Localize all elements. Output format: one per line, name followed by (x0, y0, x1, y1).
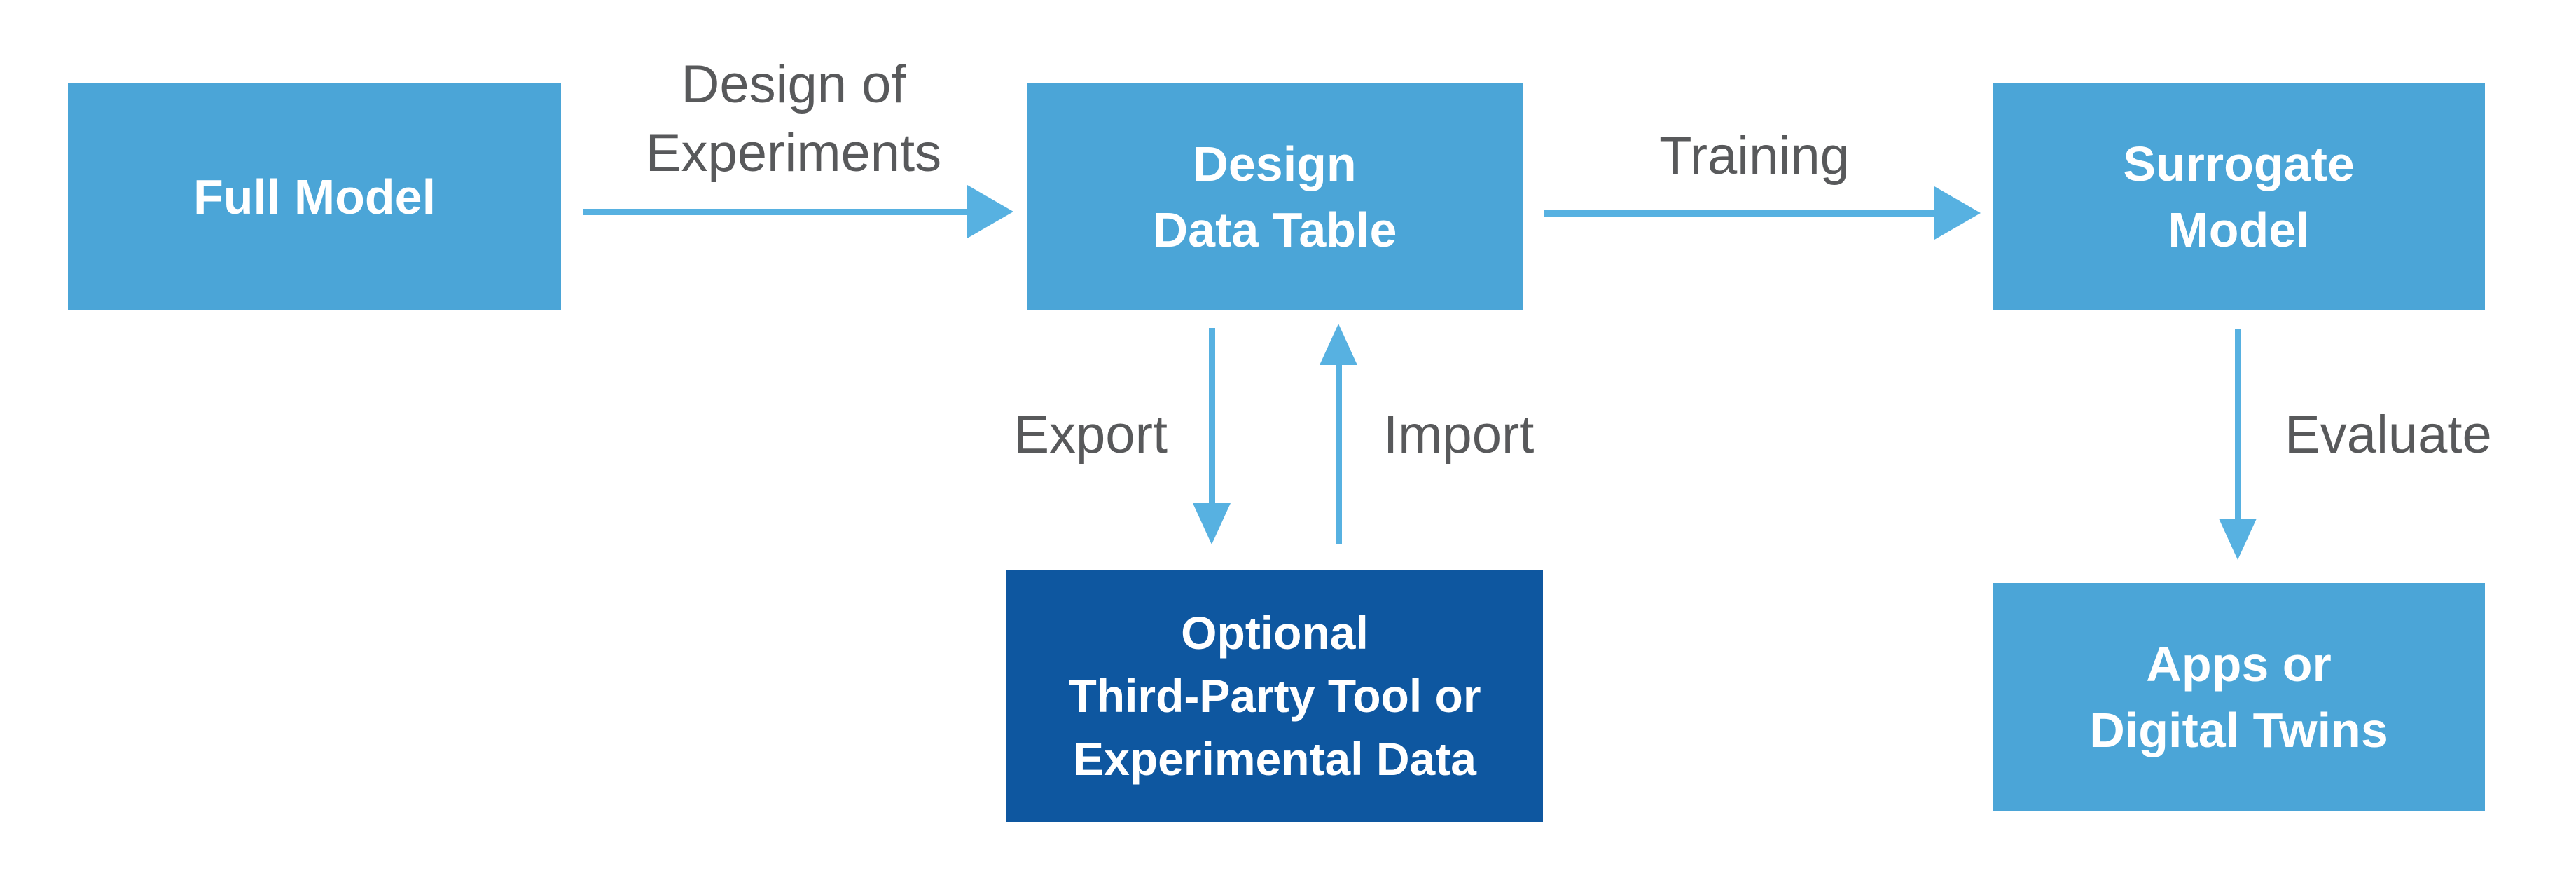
surrogate-model-label-line1: Surrogate (2123, 137, 2355, 191)
training-arrow-stem (1544, 210, 1934, 217)
apps-digital-twins-node: Apps or Digital Twins (1993, 583, 2485, 811)
design-of-experiments-label-line1: Design of (681, 55, 906, 114)
surrogate-model-node: Surrogate Model (1993, 83, 2485, 310)
export-label: Export (1013, 405, 1168, 465)
import-arrow-stem (1336, 365, 1342, 544)
surrogate-model-label-line2: Model (2168, 203, 2310, 257)
design-data-table-label-line1: Design (1193, 137, 1357, 191)
export-arrow-head-icon (1193, 503, 1231, 544)
evaluate-arrow-head-icon (2219, 519, 2257, 560)
training-arrow-head-icon (1934, 186, 1981, 240)
design-of-experiments-label-line2: Experiments (645, 123, 942, 183)
apps-label-line2: Digital Twins (2089, 702, 2388, 757)
evaluate-arrow-stem (2235, 329, 2241, 519)
training-label: Training (1659, 126, 1850, 186)
evaluate-label: Evaluate (2285, 405, 2492, 465)
import-arrow-head-icon (1320, 324, 1357, 365)
third-party-tool-node: Optional Third-Party Tool or Experimenta… (1006, 570, 1543, 822)
design-data-table-label-line2: Data Table (1152, 203, 1397, 257)
export-arrow-stem (1209, 328, 1215, 503)
design-data-table-node: Design Data Table (1027, 83, 1523, 310)
third-party-label-line1: Optional (1181, 607, 1369, 659)
full-model-label: Full Model (193, 170, 436, 224)
third-party-label-line2: Third-Party Tool or (1068, 670, 1481, 722)
apps-label-line1: Apps or (2146, 636, 2332, 692)
third-party-label-line3: Experimental Data (1073, 733, 1476, 785)
design-of-experiments-label: Design of Experiments (548, 50, 1039, 188)
import-label: Import (1383, 405, 1535, 465)
doe-arrow-head-icon (967, 185, 1013, 238)
doe-arrow-stem (583, 209, 967, 215)
full-model-node: Full Model (68, 83, 561, 310)
